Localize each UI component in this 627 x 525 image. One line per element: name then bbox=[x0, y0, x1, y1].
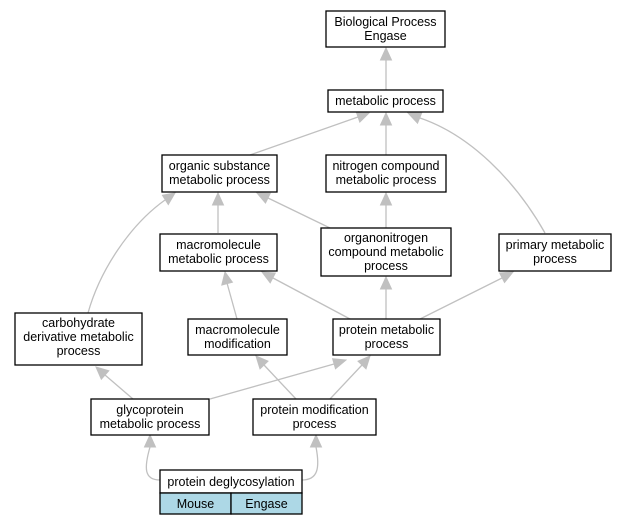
node-label: metabolic process bbox=[169, 173, 270, 187]
edge-arrowhead bbox=[379, 275, 393, 290]
edge-arrowhead bbox=[406, 112, 423, 125]
node-label: carbohydrate bbox=[42, 316, 115, 330]
node-label: compound metabolic bbox=[328, 245, 443, 259]
edges bbox=[87, 46, 546, 481]
node-macromolecule-metabolic-process[interactable]: macromolecule metabolic process bbox=[159, 233, 278, 272]
node-label: organonitrogen bbox=[344, 231, 428, 245]
node-label: Biological Process bbox=[334, 15, 436, 29]
node-organonitrogen-compound-metabolic-process[interactable]: organonitrogen compound metabolic proces… bbox=[320, 227, 452, 277]
node-label: process bbox=[293, 417, 337, 431]
node-protein-modification-process[interactable]: protein modification process bbox=[252, 398, 377, 436]
node-label: process bbox=[365, 337, 409, 351]
edge-carbohydrate-to-organic bbox=[87, 199, 166, 314]
node-label: nitrogen compound bbox=[332, 159, 439, 173]
edge-arrowhead bbox=[221, 270, 234, 286]
node-label: Engase bbox=[364, 29, 406, 43]
node-label: organic substance bbox=[169, 159, 271, 173]
edge-arrowhead bbox=[357, 355, 371, 370]
node-label: metabolic process bbox=[335, 94, 436, 108]
edge-glycoprotein-to-protein bbox=[209, 363, 335, 400]
edge-arrowhead bbox=[211, 191, 225, 206]
edge-deglyco-to-glycoprotein bbox=[145, 446, 161, 481]
node-label: process bbox=[57, 344, 101, 358]
species-cell-label-right: Engase bbox=[245, 497, 287, 511]
edge-arrowhead bbox=[498, 271, 515, 284]
edge-protmod-to-macromod bbox=[263, 364, 297, 400]
edge-organic-to-metabolic bbox=[249, 116, 359, 156]
edge-arrowhead bbox=[161, 192, 176, 206]
node-label: metabolic process bbox=[168, 252, 269, 266]
edge-arrowhead bbox=[260, 271, 277, 284]
edge-protmod-to-protein bbox=[329, 364, 363, 400]
edge-glycoprotein-to-carbohydrate bbox=[104, 374, 134, 400]
node-nitrogen-compound-metabolic-process[interactable]: nitrogen compound metabolic process bbox=[325, 154, 447, 193]
species-cell-label-left: Mouse bbox=[177, 497, 215, 511]
edge-arrowhead bbox=[379, 191, 393, 206]
node-carbohydrate-derivative-metabolic-process[interactable]: carbohydrate derivative metabolic proces… bbox=[14, 312, 143, 366]
node-label: metabolic process bbox=[336, 173, 437, 187]
node-metabolic-process[interactable]: metabolic process bbox=[327, 89, 444, 113]
node-label: metabolic process bbox=[100, 417, 201, 431]
edge-arrowhead bbox=[255, 192, 272, 204]
edge-protein-to-primary bbox=[419, 277, 503, 320]
node-label: process bbox=[533, 252, 577, 266]
edge-arrowhead bbox=[255, 355, 269, 370]
node-label: primary metabolic bbox=[506, 238, 605, 252]
node-label: macromolecule bbox=[195, 323, 280, 337]
node-label: glycoprotein bbox=[116, 403, 183, 417]
edge-deglyco-to-protmod bbox=[301, 446, 319, 481]
node-label: process bbox=[364, 259, 408, 273]
node-label: derivative metabolic bbox=[23, 330, 133, 344]
node-label: modification bbox=[204, 337, 271, 351]
edge-arrowhead bbox=[95, 366, 110, 381]
node-label: protein deglycosylation bbox=[167, 475, 294, 489]
edge-arrowhead bbox=[379, 46, 393, 61]
node-primary-metabolic-process[interactable]: primary metabolic process bbox=[498, 233, 612, 272]
edge-arrowhead bbox=[331, 358, 348, 370]
edge-arrowhead bbox=[309, 433, 323, 448]
node-protein-metabolic-process[interactable]: protein metabolic process bbox=[332, 318, 441, 356]
edge-modification-to-macromolecule bbox=[226, 282, 238, 320]
edge-arrowhead bbox=[143, 433, 157, 448]
node-label: protein modification bbox=[260, 403, 368, 417]
node-label: macromolecule bbox=[176, 238, 261, 252]
edge-primary-to-metabolic bbox=[419, 117, 546, 234]
species-cell-right bbox=[230, 492, 303, 515]
edge-arrowhead bbox=[379, 111, 393, 126]
edge-protein-to-macromolecule bbox=[272, 277, 351, 320]
node-glycoprotein-metabolic-process[interactable]: glycoprotein metabolic process bbox=[90, 398, 210, 436]
node-biological-process[interactable]: Biological Process Engase bbox=[325, 10, 446, 48]
node-label: protein metabolic bbox=[339, 323, 434, 337]
edge-organonitrogen-to-organic bbox=[267, 197, 331, 229]
node-macromolecule-modification[interactable]: macromolecule modification bbox=[187, 318, 288, 356]
node-organic-substance-metabolic-process[interactable]: organic substance metabolic process bbox=[161, 154, 278, 193]
node-protein-deglycosylation[interactable]: protein deglycosylation Mouse Engase bbox=[159, 469, 303, 515]
edge-arrowhead bbox=[355, 111, 371, 124]
